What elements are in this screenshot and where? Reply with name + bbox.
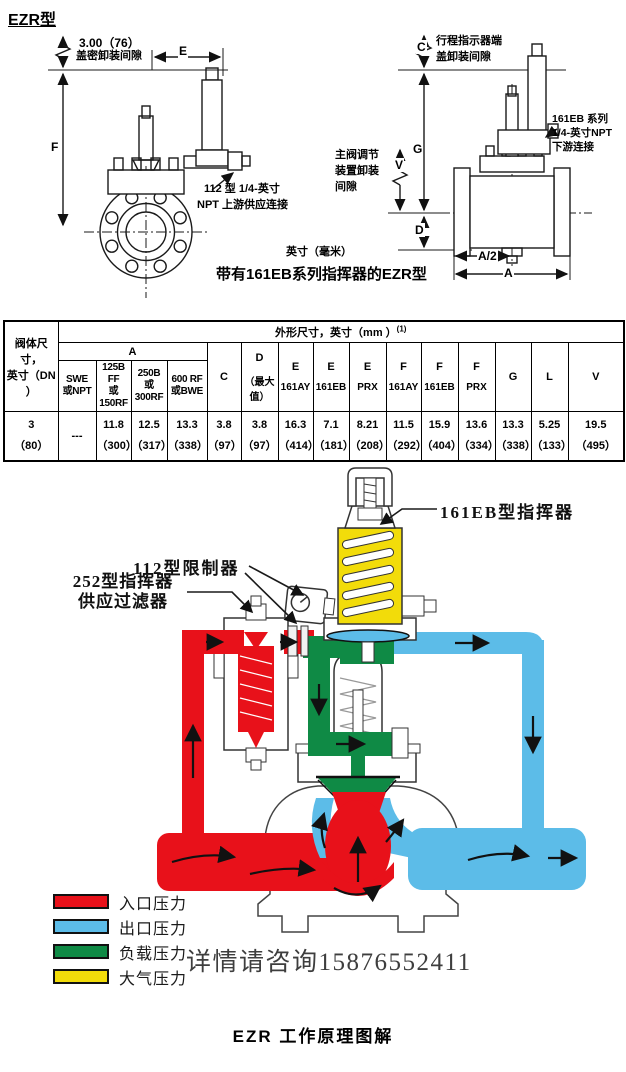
gap-dimension-label: 盖密卸装间隙 [76, 50, 142, 62]
flow-arrows [171, 633, 579, 903]
dim-v-label: V [394, 158, 405, 172]
load-pressure-swatch [53, 944, 109, 959]
legend-label: 负载压力 [119, 945, 188, 963]
pilot-label: 161EB型指挥器 [440, 503, 575, 522]
main-valve-adjust-label-2: 装置卸装 [335, 165, 379, 177]
table-group-a-header: A [57, 342, 208, 361]
dim-a2-label: A/2 [477, 249, 498, 263]
table-header-cell: L [530, 342, 569, 412]
table-cell: 16.3（414） [277, 411, 319, 462]
pilot-adjusting-handle [347, 467, 393, 507]
label-leaders [187, 508, 437, 625]
gap-dimension-value: 3.00（76） [78, 34, 141, 51]
table-cell: 8.21（208） [348, 411, 390, 462]
legend-item: 负载压力 [53, 944, 187, 963]
table-cell: 3.8（97） [240, 411, 279, 462]
table-size-cell: 3（80） [3, 411, 59, 462]
main-valve-adjust-label-1: 主阀调节 [335, 149, 379, 161]
table-cell: 3.8（97） [206, 411, 242, 462]
table-span-header: 外形尺寸，英寸（mm ）(1) [57, 320, 625, 343]
page-title: EZR型 [8, 12, 57, 29]
table-cell: 12.5（317） [130, 411, 172, 462]
schematic-caption: EZR 工作原理图解 [232, 1027, 394, 1046]
table-header-cell: C [206, 342, 242, 412]
outlet-pressure-swatch [53, 919, 109, 934]
table-cell: 5.25（133） [530, 411, 572, 462]
travel-indicator-label-1: 行程指示器端 [436, 35, 502, 47]
units-note: 英寸（毫米） [286, 246, 352, 258]
dim-e-label: E [178, 44, 189, 58]
inlet-pressure-swatch [53, 894, 109, 909]
table-cell: 11.8（300） [95, 411, 137, 462]
legend-item: 入口压力 [53, 894, 187, 913]
legend-label: 大气压力 [119, 970, 188, 988]
right-valve-side-view [388, 34, 592, 280]
table-cell: 7.1（181） [312, 411, 354, 462]
table-header-cell: G [494, 342, 532, 412]
principle-schematic [157, 467, 586, 933]
downstream-connection-label-2: 1/4-英寸NPT [552, 127, 613, 139]
pilot-161eb [323, 467, 437, 663]
downstream-connection-label-1: 161EB 系列 [552, 113, 609, 125]
dim-a-label: A [503, 266, 514, 280]
table-cell: --- [57, 411, 97, 462]
travel-indicator-label-2: 盖卸装间隙 [436, 51, 491, 63]
table-cell: 15.9（404） [420, 411, 462, 462]
table-cell: 13.3（338） [166, 411, 208, 462]
legend-label: 入口压力 [119, 895, 188, 913]
table-header-cell: D（最大值） [240, 342, 279, 412]
table-header-cell: V [567, 342, 625, 412]
upstream-connection-label-2: NPT 上游供应连接 [197, 199, 289, 211]
legend-label: 出口压力 [119, 920, 188, 938]
table-corner-cell: 阀体尺寸，英寸（DN ） [3, 320, 59, 412]
downstream-connection-label-3: 下游连接 [552, 141, 594, 153]
pressure-legend: 入口压力 出口压力 负载压力 大气压力 [53, 894, 187, 988]
table-cell: 13.6（334） [457, 411, 499, 462]
left-valve-front-view [48, 35, 251, 298]
dim-c-label: C [416, 40, 427, 54]
dim-f-label: F [50, 140, 60, 154]
drawings-caption: 带有161EB系列指挥器的EZR型 [216, 266, 427, 283]
load-line-fitting [391, 727, 409, 759]
dimensions-table: 阀体尺寸，英寸（DN ） 外形尺寸，英寸（mm ）(1) A C D（最大值） … [3, 320, 626, 462]
main-valve-adjust-label-3: 间隙 [335, 181, 357, 193]
dim-g-label: G [412, 142, 424, 156]
atmos-pressure-swatch [53, 969, 109, 984]
restrictor-label: 112型限制器 [133, 559, 240, 578]
upstream-connection-label-1: 112 型 1/4-英寸 [204, 183, 280, 195]
table-cell: 13.3（338） [494, 411, 536, 462]
table-cell: 19.5（495） [567, 411, 625, 462]
table-cell: 11.5（292） [385, 411, 427, 462]
filter-label: 252型指挥器 供应过滤器 [72, 572, 174, 611]
legend-item: 出口压力 [53, 919, 187, 938]
contact-watermark: 详情请咨询15876552411 [186, 949, 472, 976]
legend-item: 大气压力 [53, 969, 187, 988]
dim-d-label: D [414, 223, 425, 237]
dimension-drawings [48, 34, 592, 298]
